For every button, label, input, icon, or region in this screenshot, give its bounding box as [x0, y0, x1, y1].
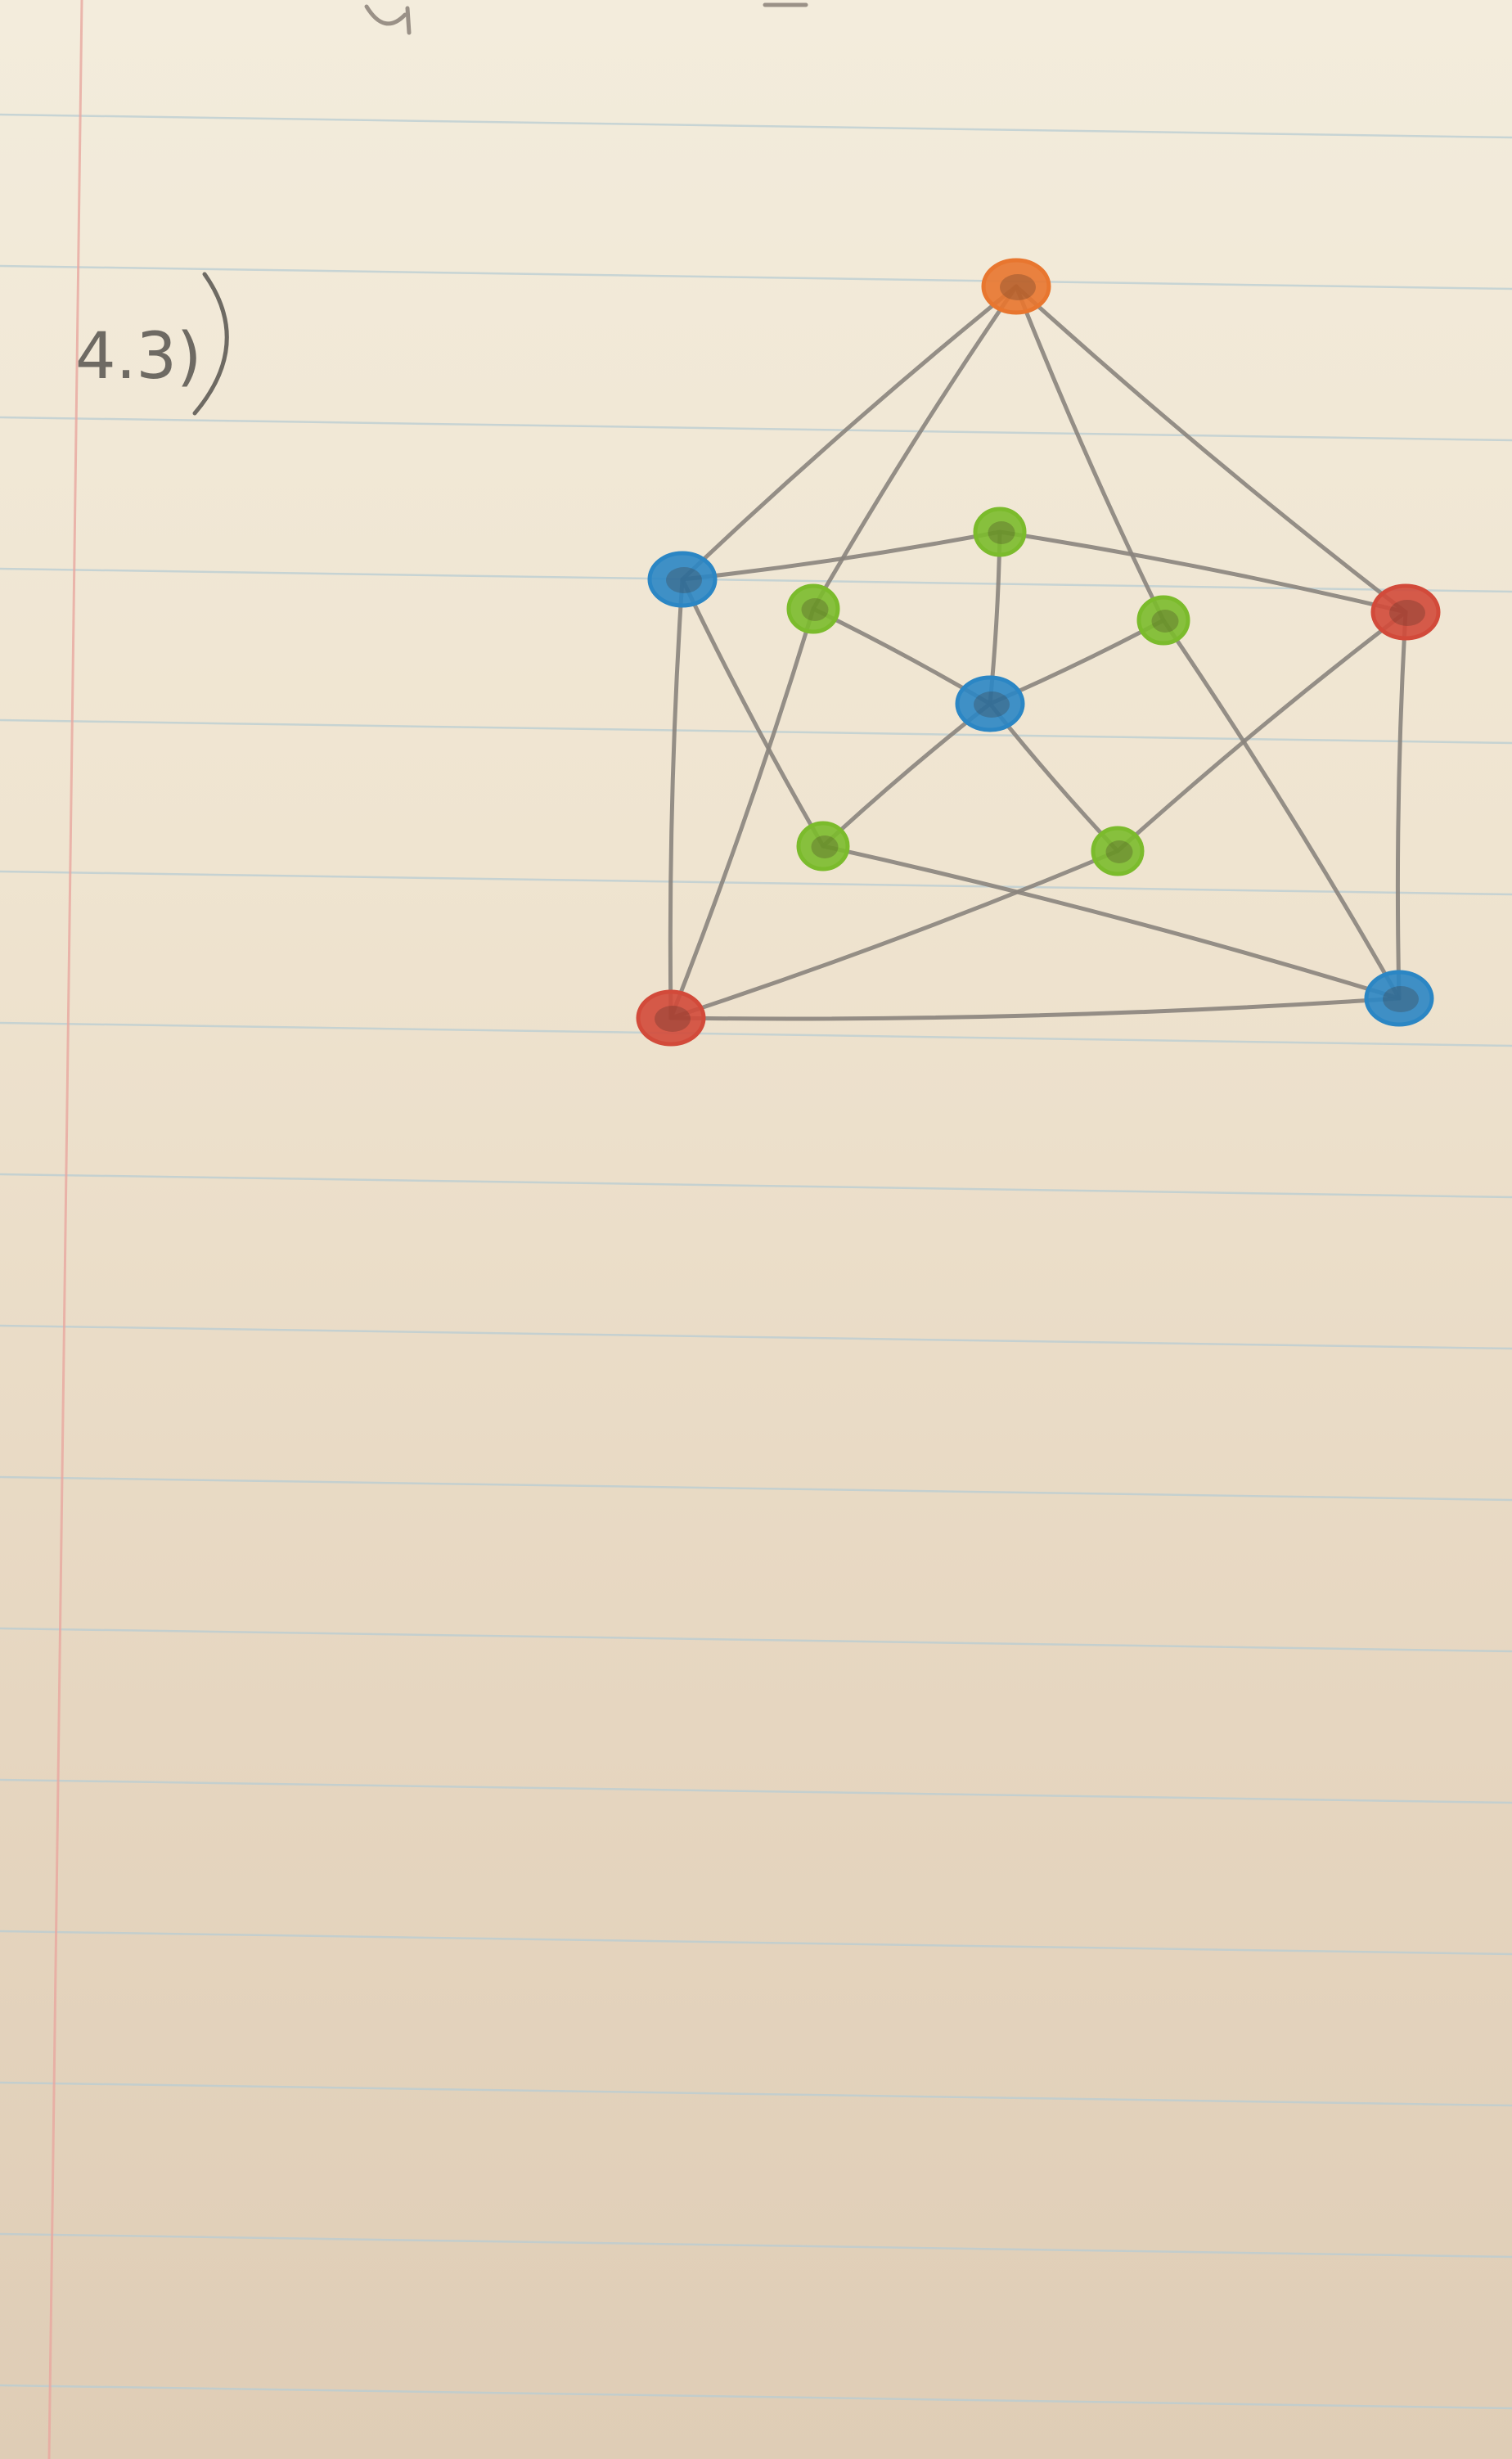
ruled-line [0, 1021, 1512, 1047]
ruled-line [0, 2081, 1512, 2107]
vertex-outline [1136, 595, 1190, 646]
ruled-line [0, 416, 1512, 442]
vertex-inner-upper-right [1136, 595, 1190, 646]
vertex-fill [638, 992, 704, 1044]
ruled-line [0, 2232, 1512, 2259]
ruled-line [0, 264, 1512, 290]
ruled-line [0, 567, 1512, 593]
ruled-line [0, 718, 1512, 745]
edge-v-center-v-inner-lower-left [821, 701, 992, 849]
vertex-outline [647, 551, 718, 608]
vertex-outline [955, 675, 1025, 732]
edge-v-upper-left-v-inner-lower-left [680, 577, 826, 849]
vertex-outline [636, 989, 706, 1047]
vertex-fill [975, 509, 1024, 555]
vertex-outline [1370, 583, 1441, 641]
vertex-inner-top [973, 507, 1027, 557]
vertex-center [955, 675, 1025, 732]
edge-v-upper-right-v-lower-right [1395, 610, 1408, 1001]
vertex-outline [981, 258, 1051, 315]
vertex-fill [1093, 828, 1142, 874]
vertex-shading [811, 835, 839, 858]
vertex-upper-left [647, 551, 718, 608]
ruled-line [0, 1475, 1512, 1502]
vertex-shading [1383, 986, 1419, 1012]
ruled-line [0, 870, 1512, 896]
ruled-line [0, 1173, 1512, 1199]
ruled-lines [0, 113, 1512, 2410]
vertex-shading [666, 567, 702, 593]
vertex-outline [1091, 826, 1145, 876]
vertex-shading [801, 598, 829, 621]
edge-v-lower-left-v-lower-right [668, 996, 1402, 1021]
vertex-top [981, 258, 1051, 315]
vertex-upper-right [1370, 583, 1441, 641]
edge-v-lower-right-v-inner-upper-right [1161, 618, 1402, 1001]
vertex-fill [1373, 586, 1438, 638]
ruled-line [0, 113, 1512, 139]
vertex-shading [974, 691, 1010, 718]
ruled-line [0, 1930, 1512, 1956]
ruled-line [0, 1627, 1512, 1653]
vertex-fill [957, 678, 1023, 730]
vertex-fill [650, 553, 715, 606]
edge-v-upper-left-v-lower-left [668, 577, 685, 1020]
vertex-inner-lower-right [1091, 826, 1145, 876]
vertex-outline [973, 507, 1027, 557]
edge-v-lower-left-v-inner-upper-left [668, 606, 816, 1020]
vertex-shading [1105, 840, 1133, 863]
vertex-fill [983, 260, 1049, 313]
problem-label: 4.3) [75, 320, 201, 394]
vertex-shading [1389, 600, 1425, 626]
vertex-fill [799, 823, 848, 869]
edge-v-top-v-inner-upper-left [811, 284, 1019, 611]
vertex-shading [655, 1006, 691, 1032]
vertex-shading [1000, 274, 1036, 300]
vertex-outline [1364, 970, 1434, 1027]
edge-v-lower-right-v-inner-lower-left [821, 844, 1402, 1001]
vertex-lower-right [1364, 970, 1434, 1027]
edge-v-lower-left-v-inner-lower-right [668, 849, 1120, 1020]
vertex-lower-left [636, 989, 706, 1047]
edge-v-upper-left-v-inner-top [680, 529, 1002, 582]
graph-vertices [636, 258, 1441, 1047]
margin-line [47, 0, 83, 2459]
vertex-shading [988, 521, 1015, 544]
label-parenthesis-stroke [192, 272, 229, 416]
ruled-line [0, 2384, 1512, 2410]
ruled-line [0, 1324, 1512, 1350]
graph-edges [668, 284, 1408, 1021]
vertex-inner-upper-left [786, 583, 840, 634]
cut-off-ink-mark [364, 4, 412, 35]
vertex-fill [1139, 597, 1188, 643]
edge-v-top-v-upper-right [1014, 284, 1408, 615]
ruled-line [0, 1778, 1512, 1804]
edge-v-upper-right-v-inner-top [997, 529, 1408, 615]
edge-v-top-v-upper-left [680, 284, 1019, 582]
vertex-inner-lower-left [796, 821, 850, 871]
edge-v-upper-right-v-inner-lower-right [1115, 610, 1408, 853]
vertex-shading [1151, 610, 1179, 633]
vertex-outline [786, 583, 840, 634]
vertex-outline [796, 821, 850, 871]
vertex-fill [789, 586, 838, 632]
edge-v-top-v-inner-upper-right [1014, 284, 1166, 623]
vertex-fill [1366, 972, 1432, 1025]
